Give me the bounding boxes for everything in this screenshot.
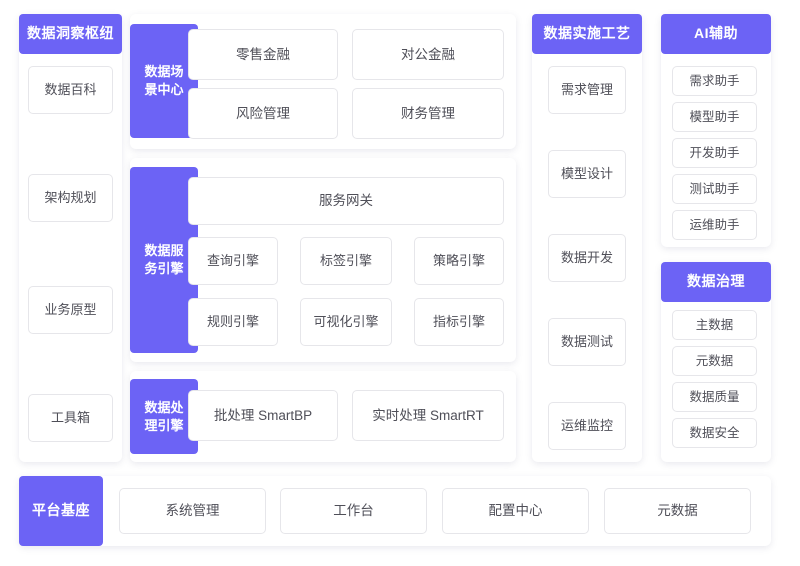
item-realtime-processing-smartrt[interactable]: 实时处理 SmartRT — [352, 390, 504, 441]
item-operations-monitoring[interactable]: 运维监控 — [548, 402, 626, 450]
item-data-encyclopedia[interactable]: 数据百科 — [28, 66, 113, 114]
item-data-quality[interactable]: 数据质量 — [672, 382, 757, 412]
item-metadata-base[interactable]: 元数据 — [604, 488, 751, 534]
item-rule-engine[interactable]: 规则引擎 — [188, 298, 278, 346]
header-insight-hub[interactable]: 数据洞察枢纽 — [19, 14, 122, 54]
header-service-engine[interactable]: 数据服务引擎 — [130, 167, 198, 353]
item-operations-assistant[interactable]: 运维助手 — [672, 210, 757, 240]
item-tag-engine[interactable]: 标签引擎 — [300, 237, 392, 285]
item-batch-processing-smartbp[interactable]: 批处理 SmartBP — [188, 390, 338, 441]
header-platform-base[interactable]: 平台基座 — [19, 476, 103, 546]
header-implementation-process[interactable]: 数据实施工艺 — [532, 14, 642, 54]
item-business-prototype[interactable]: 业务原型 — [28, 286, 113, 334]
item-workbench[interactable]: 工作台 — [280, 488, 427, 534]
item-visualization-engine[interactable]: 可视化引擎 — [300, 298, 392, 346]
header-processing-engine[interactable]: 数据处理引擎 — [130, 379, 198, 454]
item-service-gateway[interactable]: 服务网关 — [188, 177, 504, 225]
item-financial-management[interactable]: 财务管理 — [352, 88, 504, 139]
item-requirement-management[interactable]: 需求管理 — [548, 66, 626, 114]
item-query-engine[interactable]: 查询引擎 — [188, 237, 278, 285]
item-model-design[interactable]: 模型设计 — [548, 150, 626, 198]
header-ai-assist[interactable]: AI辅助 — [661, 14, 771, 54]
item-strategy-engine[interactable]: 策略引擎 — [414, 237, 504, 285]
item-data-security[interactable]: 数据安全 — [672, 418, 757, 448]
item-data-development[interactable]: 数据开发 — [548, 234, 626, 282]
item-retail-finance[interactable]: 零售金融 — [188, 29, 338, 80]
item-toolbox[interactable]: 工具箱 — [28, 394, 113, 442]
item-risk-management[interactable]: 风险管理 — [188, 88, 338, 139]
item-configuration-center[interactable]: 配置中心 — [442, 488, 589, 534]
item-requirement-assistant[interactable]: 需求助手 — [672, 66, 757, 96]
item-testing-assistant[interactable]: 测试助手 — [672, 174, 757, 204]
header-data-governance[interactable]: 数据治理 — [661, 262, 771, 302]
item-corporate-finance[interactable]: 对公金融 — [352, 29, 504, 80]
header-scene-center[interactable]: 数据场景中心 — [130, 24, 198, 138]
item-master-data[interactable]: 主数据 — [672, 310, 757, 340]
item-metadata-governance[interactable]: 元数据 — [672, 346, 757, 376]
item-architecture-planning[interactable]: 架构规划 — [28, 174, 113, 222]
item-development-assistant[interactable]: 开发助手 — [672, 138, 757, 168]
item-data-testing[interactable]: 数据测试 — [548, 318, 626, 366]
item-system-management[interactable]: 系统管理 — [119, 488, 266, 534]
item-model-assistant[interactable]: 模型助手 — [672, 102, 757, 132]
item-metric-engine[interactable]: 指标引擎 — [414, 298, 504, 346]
